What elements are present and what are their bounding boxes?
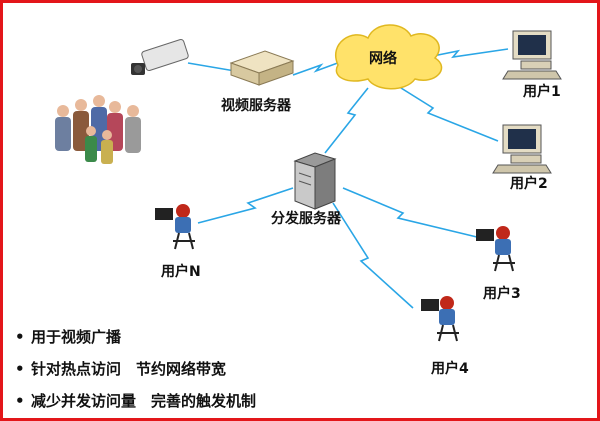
network-cloud [335,24,443,90]
label-userN: 用户N [161,264,201,280]
network-diagram [55,24,562,342]
feature-item: • 减少并发访问量 完善的触发机制 [15,385,415,417]
bullet-symbol: • [15,392,25,410]
feature-item: • 用于视频广播 [15,321,415,353]
distribution-server-icon [293,152,337,210]
computer-icon-user1 [502,30,562,80]
user-icon-userN [155,204,195,250]
label-user3: 用户3 [483,286,521,302]
bullet-symbol: • [15,360,25,378]
feature-list: • 用于视频广播 • 针对热点访问 节约网络带宽 • 减少并发访问量 完善的触发机制 [15,321,415,417]
crowd-icon [55,95,141,164]
bullet-symbol: • [15,328,25,346]
links [187,48,509,309]
video-server-icon [229,50,295,86]
label-user2: 用户2 [510,176,548,192]
feature-text: 用于视频广播 [31,328,122,346]
link-network-distserver [324,87,369,154]
feature-item: • 针对热点访问 节约网络带宽 [15,353,415,385]
label-user1: 用户1 [523,84,561,100]
link-distserver-user3 [342,187,482,239]
link-camera-videoserver [187,62,236,72]
user-icon-user4 [421,296,459,342]
link-network-user2 [392,82,499,142]
label-user4: 用户4 [431,361,469,377]
camera-icon [131,38,189,75]
link-videoserver-network [292,60,344,76]
link-distserver-userN [197,187,294,224]
feature-text: 针对热点访问 节约网络带宽 [31,360,227,378]
user-icon-user3 [476,226,515,272]
link-distserver-user4 [332,202,414,309]
label-video-server: 视频服务器 [221,98,291,114]
computer-icon-user2 [492,124,552,174]
feature-text: 减少并发访问量 完善的触发机制 [31,392,257,410]
label-distribution-server: 分发服务器 [271,211,341,227]
label-network: 网络 [369,51,397,67]
